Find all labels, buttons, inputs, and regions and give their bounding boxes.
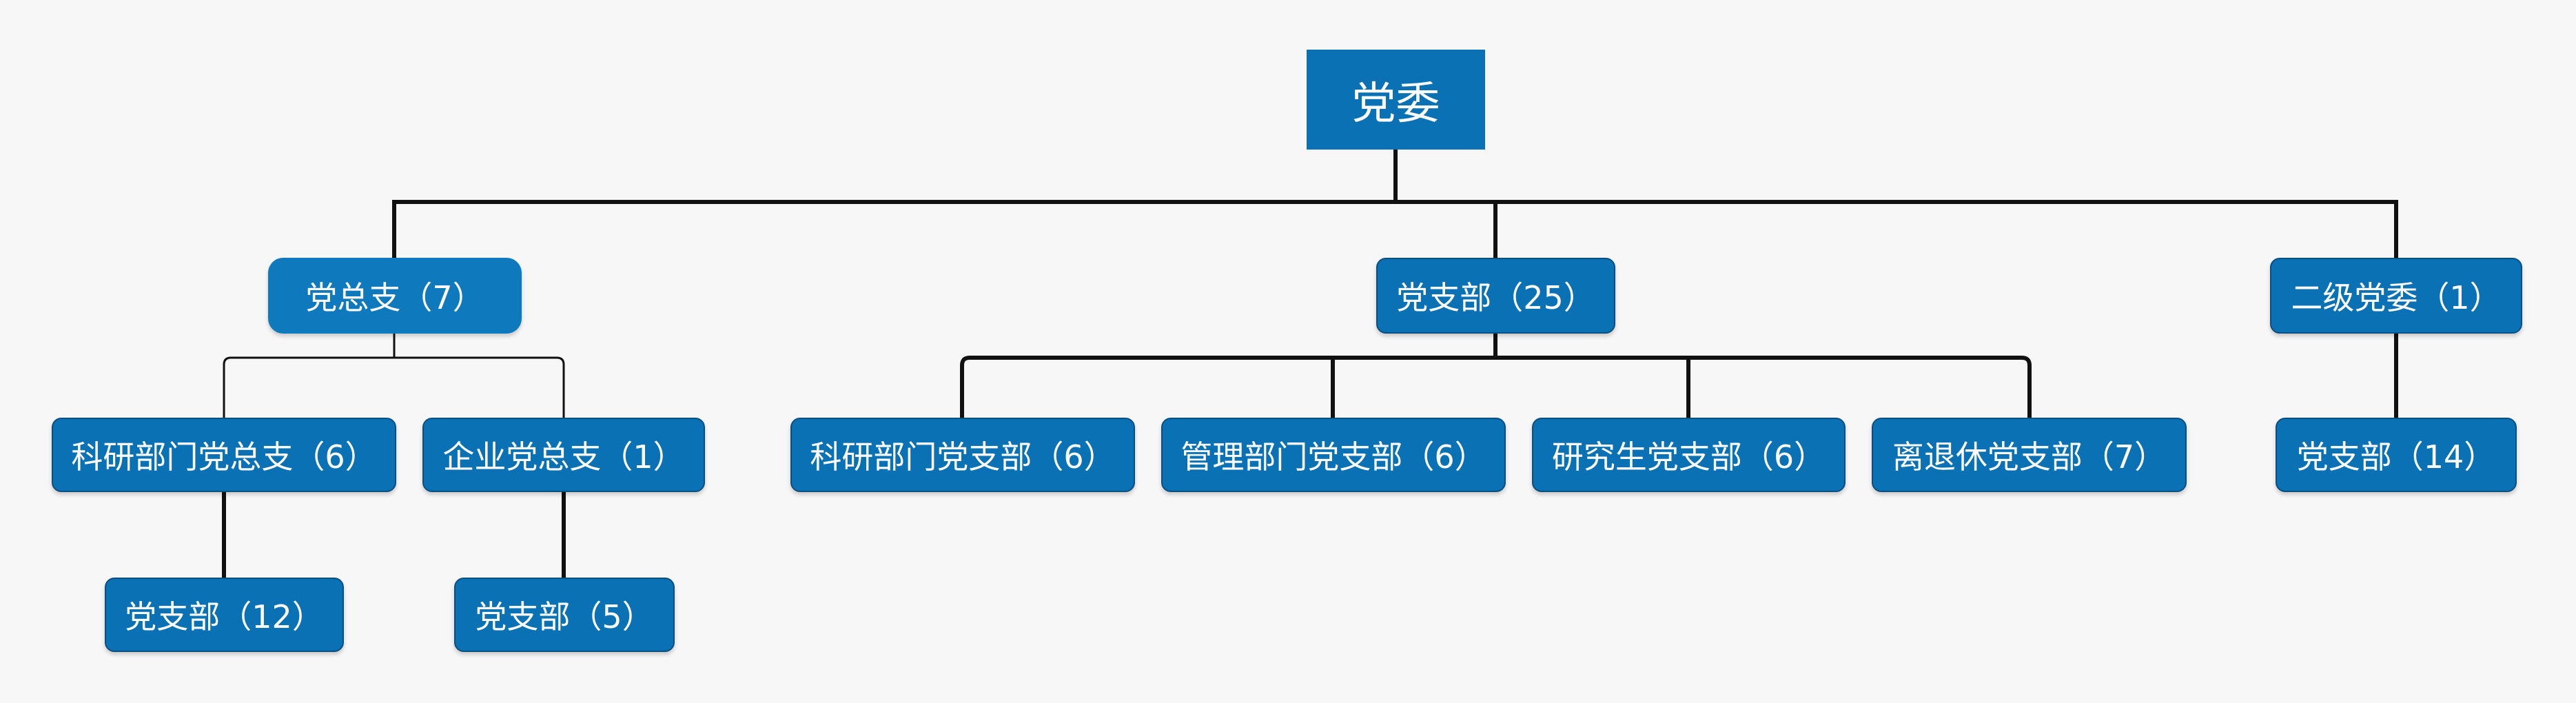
connector-general-branch-bus bbox=[223, 356, 565, 418]
node-research-general-branch: 科研部门党总支（6） bbox=[52, 418, 396, 492]
node-graduate-branch: 研究生党支部（6） bbox=[1532, 418, 1846, 492]
node-secondary-branch: 党支部（14） bbox=[2276, 418, 2517, 492]
node-research-sub-branch: 党支部（12） bbox=[105, 578, 344, 652]
node-retired-branch: 离退休党支部（7） bbox=[1872, 418, 2187, 492]
connector-branch-bus bbox=[960, 356, 2032, 420]
node-party-committee: 党委 bbox=[1307, 50, 1485, 150]
node-enterprise-general-branch: 企业党总支（1） bbox=[422, 418, 705, 492]
node-general-branch: 党总支（7） bbox=[268, 258, 522, 334]
node-branch: 党支部（25） bbox=[1376, 258, 1615, 334]
node-secondary-committee: 二级党委（1） bbox=[2270, 258, 2522, 334]
node-management-branch: 管理部门党支部（6） bbox=[1161, 418, 1506, 492]
node-enterprise-sub-branch: 党支部（5） bbox=[454, 578, 675, 652]
node-research-branch: 科研部门党支部（6） bbox=[790, 418, 1135, 492]
